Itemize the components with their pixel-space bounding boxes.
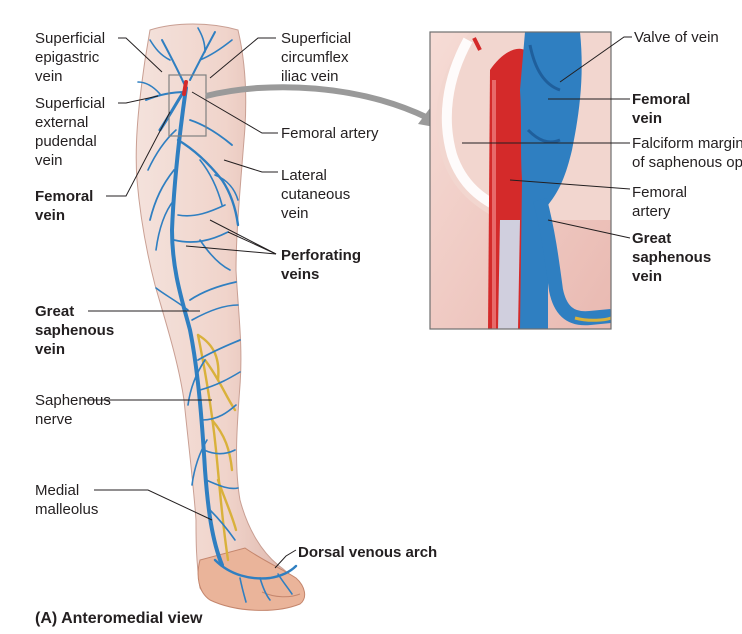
label-perforating-veins: Perforating veins: [281, 247, 362, 283]
femoral-artery-drawing: [182, 80, 188, 96]
zoom-arrow: [205, 84, 430, 121]
inset-panel: [429, 31, 612, 330]
label-superficial-external-pudendal-vein: Superficial external pudendal vein: [35, 95, 106, 169]
label-saphenous-nerve: Saphenous nerve: [35, 392, 111, 428]
label-lateral-cutaneous-vein: Lateral cutaneous vein: [281, 167, 351, 222]
label-femoral-vein: Femoral vein: [35, 188, 94, 224]
zoom-box: [168, 74, 207, 137]
label-femoral-artery: Femoral artery: [281, 125, 379, 142]
label-dorsal-venous-arch: Dorsal venous arch: [298, 544, 438, 561]
label-medial-malleolus: Medial malleolus: [35, 482, 99, 518]
figure-caption: (A) Anteromedial view: [35, 610, 203, 627]
label-great-saphenous-vein: Great saphenous vein: [35, 303, 115, 358]
label-superficial-circumflex-iliac-vein: Superficial circumflex iliac vein: [281, 30, 352, 85]
inset-label-great-saphenous-vein: Great saphenous vein: [632, 230, 712, 285]
leader-lines: [84, 36, 632, 569]
inset-label-femoral-vein: Femoral vein: [632, 91, 691, 127]
inset-label-valve-of-vein: Valve of vein: [634, 29, 719, 46]
inset-label-falciform-margin: Falciform margin of saphenous opening: [632, 135, 742, 171]
label-superficial-epigastric-vein: Superficial epigastric vein: [35, 30, 106, 85]
inset-label-femoral-artery: Femoral artery: [632, 184, 688, 220]
